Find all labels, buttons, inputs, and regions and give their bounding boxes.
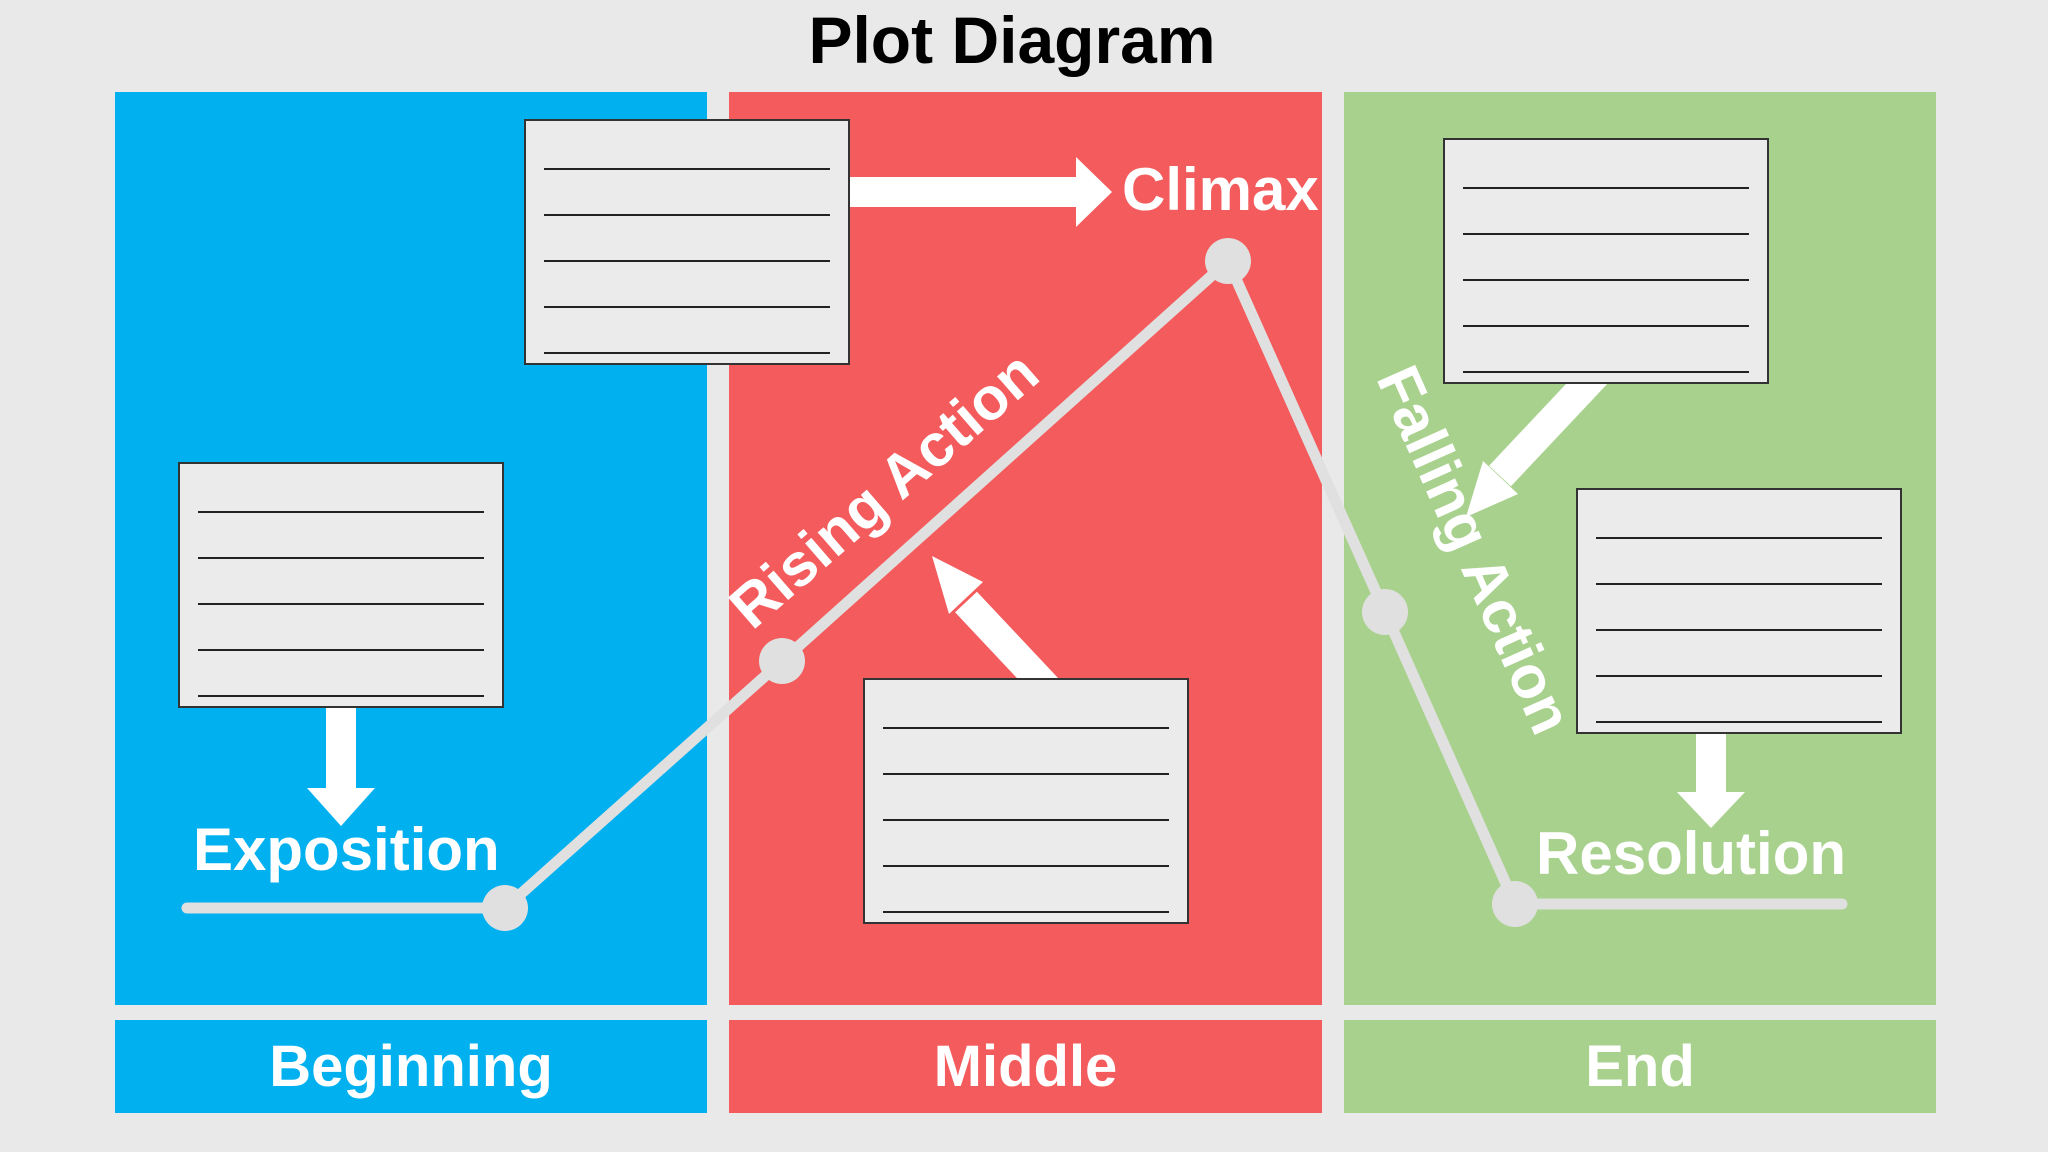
falling-action-note-box[interactable]	[1443, 138, 1769, 384]
exposition-note-box[interactable]	[178, 462, 504, 708]
resolution-label: Resolution	[1536, 820, 1846, 887]
arrow-right-climax	[828, 157, 1112, 227]
page-title: Plot Diagram	[808, 3, 1216, 77]
end-label: End	[1344, 1020, 1936, 1113]
falling-action-node	[1362, 589, 1408, 635]
plot-nodes	[482, 238, 1538, 931]
resolution-note-box[interactable]	[1576, 488, 1902, 734]
resolution-node	[1492, 881, 1538, 927]
beginning-label: Beginning	[115, 1020, 707, 1113]
climax-note-box[interactable]	[524, 119, 850, 365]
climax-label: Climax	[1122, 156, 1319, 223]
middle-label: Middle	[729, 1020, 1322, 1113]
exposition-label: Exposition	[193, 816, 500, 883]
rising-action-node	[759, 638, 805, 684]
climax-node	[1205, 238, 1251, 284]
rising-action-note-box[interactable]	[863, 678, 1189, 924]
arrow-down-exposition	[307, 694, 375, 826]
exposition-node	[482, 885, 528, 931]
